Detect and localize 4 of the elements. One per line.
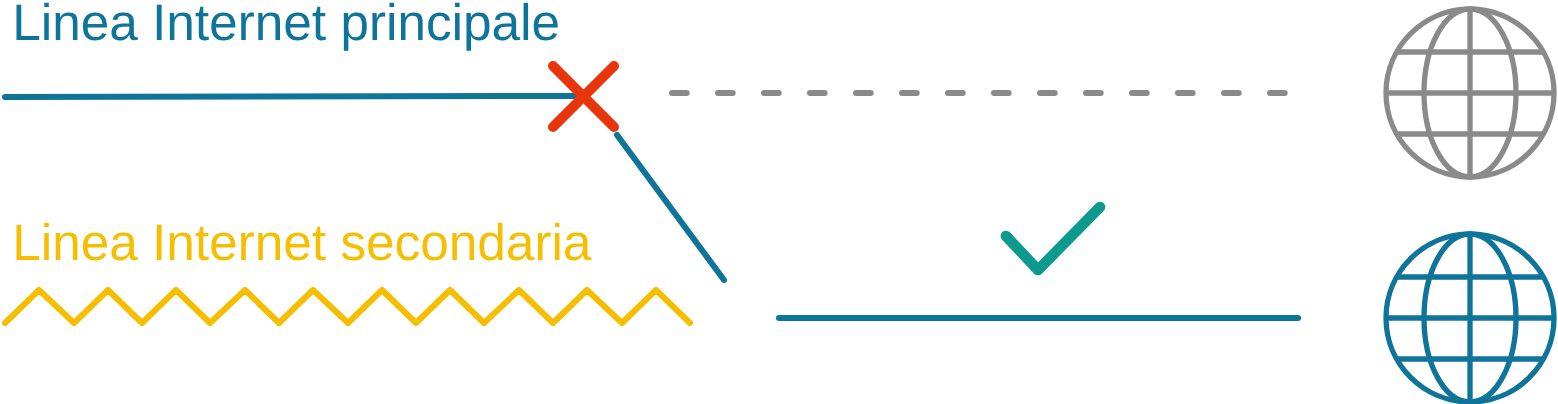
line-label: Linea Internet principale — [16, 2, 558, 51]
line-label: Linea Internet secondaria — [16, 222, 592, 261]
globe-icon — [1383, 6, 1557, 180]
globe-icon — [1383, 231, 1557, 404]
